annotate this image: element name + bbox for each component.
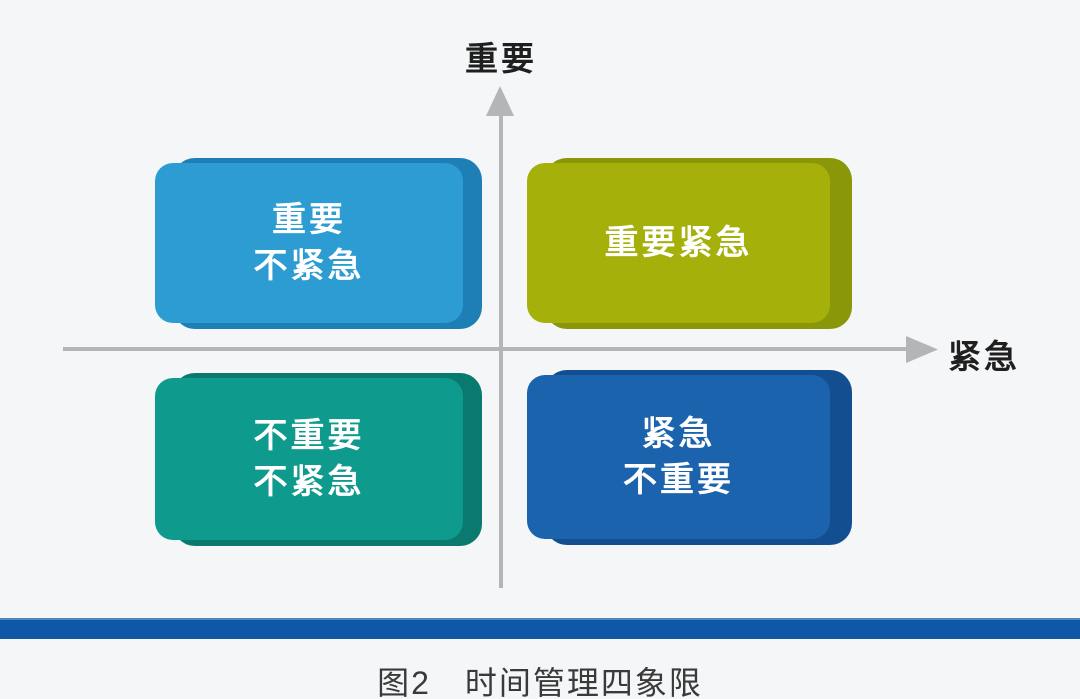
quadrant-urgent-not-important: 紧急 不重要 [527, 370, 852, 545]
figure-caption: 图2 时间管理四象限 [377, 665, 703, 699]
quadrant-face: 重要 不紧急 [155, 163, 463, 323]
quadrant-important-urgent: 重要紧急 [527, 158, 852, 329]
quadrant-label-line: 不重要 [623, 461, 734, 499]
quadrant-label-line: 重要 [272, 201, 346, 239]
divider-bar [0, 618, 1080, 639]
quadrant-label-line: 不紧急 [253, 247, 365, 285]
quadrant-label-line: 不紧急 [253, 463, 365, 501]
quadrant-face: 重要紧急 [527, 163, 830, 323]
x-axis-label: 紧急 [948, 338, 1020, 375]
arrow-right-icon [906, 336, 938, 363]
quadrant-label-line: 紧急 [641, 415, 716, 453]
y-axis-label: 重要 [465, 40, 537, 77]
quadrant-label-line: 不重要 [253, 417, 365, 455]
quadrant-important-not-urgent: 重要 不紧急 [155, 158, 482, 329]
x-axis-line [63, 347, 908, 351]
quadrant-label-line: 重要紧急 [604, 224, 753, 262]
quadrant-not-important-not-urgent: 不重要 不紧急 [155, 373, 482, 546]
quadrant-face: 不重要 不紧急 [155, 378, 463, 540]
quadrant-face: 紧急 不重要 [527, 375, 830, 539]
